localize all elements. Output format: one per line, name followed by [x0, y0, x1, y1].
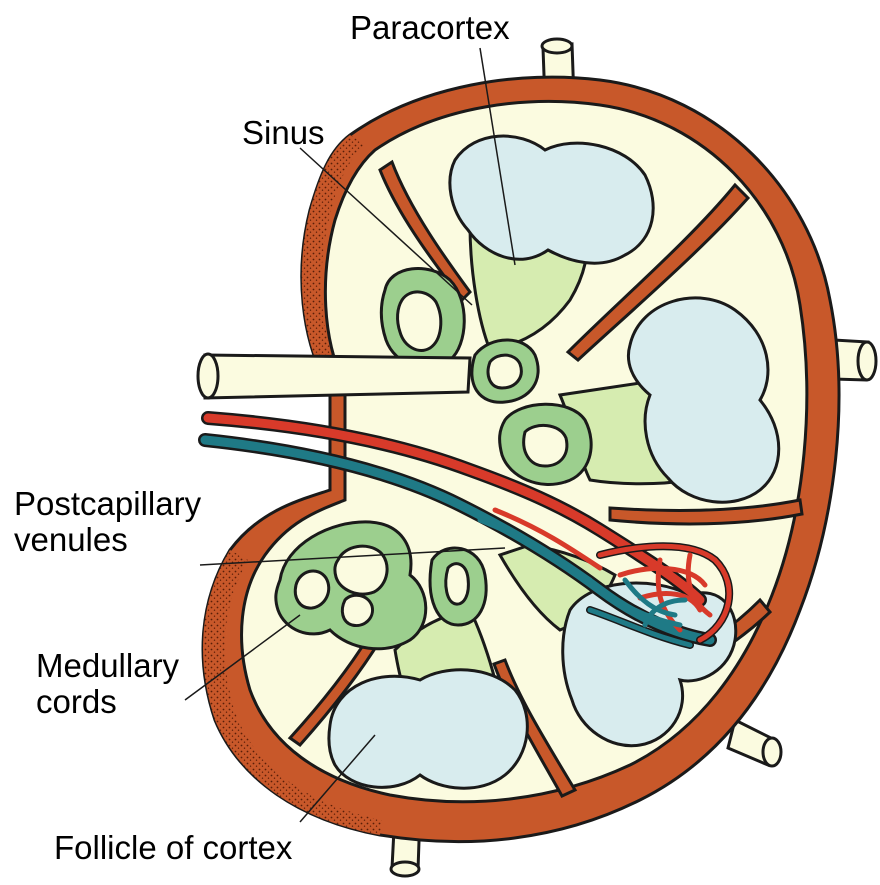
- medullary-cord-center-top: [472, 340, 538, 402]
- label-medullary-line2: cords: [36, 684, 179, 720]
- label-postcapillary-line2: venules: [14, 522, 201, 558]
- medullary-cord-center: [500, 404, 592, 484]
- label-postcapillary-venules: Postcapillary venules: [14, 486, 201, 558]
- label-postcapillary-line1: Postcapillary: [14, 486, 201, 522]
- label-sinus: Sinus: [242, 115, 325, 151]
- follicle-bottom: [329, 670, 527, 788]
- label-medullary-line1: Medullary: [36, 648, 179, 684]
- medullary-cord-upper-left: [381, 269, 464, 369]
- follicle-top: [450, 136, 653, 263]
- medullary-cord-lower-center: [430, 548, 486, 625]
- label-follicle-of-cortex: Follicle of cortex: [54, 830, 292, 866]
- label-medullary-cords: Medullary cords: [36, 648, 179, 720]
- efferent-vessel-opening: [198, 354, 218, 398]
- label-paracortex: Paracortex: [350, 10, 510, 46]
- efferent-lymphatic-vessel: [205, 355, 470, 398]
